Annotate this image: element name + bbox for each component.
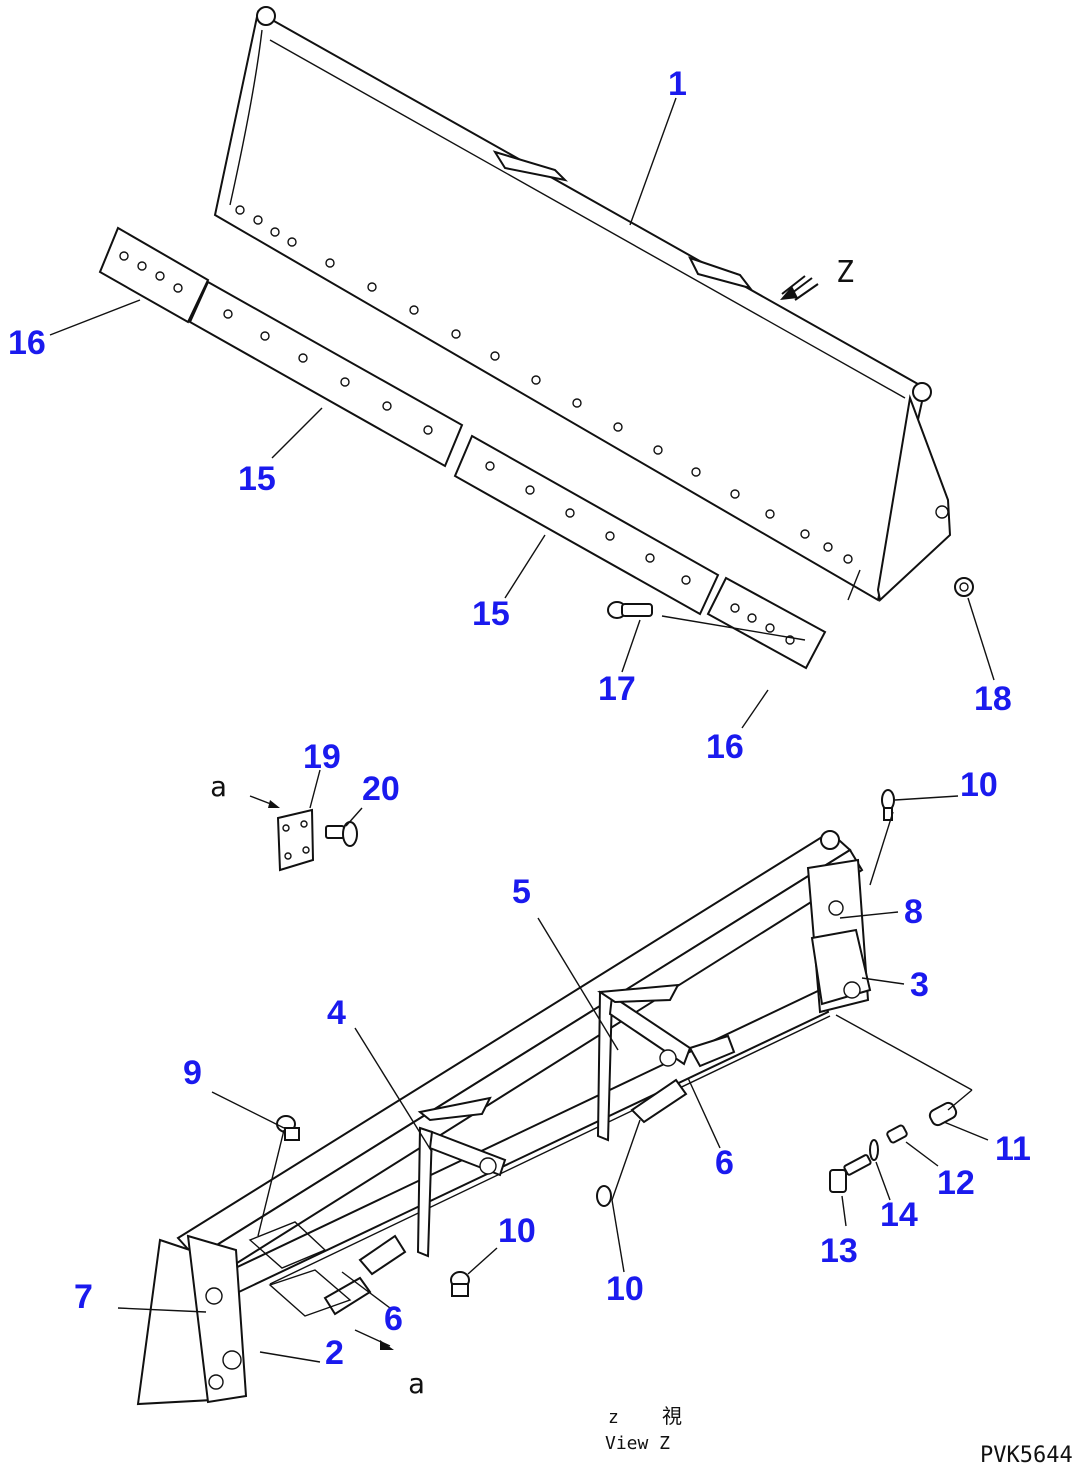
marker-a-bottom: a [408, 1367, 425, 1400]
label-16-right: 16 [706, 728, 744, 766]
marker-a-top: a [210, 770, 227, 803]
bolt-10-low [596, 1185, 612, 1207]
label-6-left: 6 [384, 1300, 403, 1338]
label-3: 3 [910, 966, 929, 1004]
label-6-right: 6 [715, 1144, 734, 1182]
marker-z: Z [836, 255, 854, 290]
label-10-top: 10 [960, 766, 998, 804]
view-caption-letter: z [608, 1407, 619, 1428]
label-15-left: 15 [238, 460, 276, 498]
view-caption-view-z: View Z [605, 1433, 670, 1454]
bolt-13 [829, 1154, 872, 1193]
label-8: 8 [904, 893, 923, 931]
label-10-low: 10 [606, 1270, 644, 1308]
label-20: 20 [362, 770, 400, 808]
bolt-9 [276, 1115, 300, 1141]
bolt-20 [325, 821, 358, 847]
label-4: 4 [327, 994, 346, 1032]
drawing-code: PVK5644 [980, 1443, 1073, 1468]
frame-beam [136, 830, 872, 1406]
end-bit-left [98, 226, 210, 324]
label-18: 18 [974, 680, 1012, 718]
view-caption-kanji: 視 [662, 1404, 682, 1428]
label-15-right: 15 [472, 595, 510, 633]
cutting-edge-right [453, 434, 720, 616]
cutting-edge-left [188, 280, 464, 468]
label-2: 2 [325, 1334, 344, 1372]
washer-14 [869, 1139, 879, 1161]
end-bit-right [706, 576, 827, 670]
label-10-mid: 10 [498, 1212, 536, 1250]
label-9: 9 [183, 1054, 202, 1092]
nut-18 [954, 577, 974, 597]
plate-19 [276, 808, 315, 872]
bolt-10-top [881, 789, 895, 821]
label-12: 12 [937, 1164, 975, 1202]
label-17: 17 [598, 670, 636, 708]
label-7: 7 [74, 1278, 93, 1316]
nut-12 [886, 1124, 908, 1144]
bolt-10-mid [450, 1271, 470, 1297]
blade-part-1 [213, 6, 952, 602]
label-14: 14 [880, 1196, 918, 1234]
view-z-arrow [780, 275, 819, 301]
label-1: 1 [668, 65, 687, 103]
blade-bolt-holes [235, 205, 853, 564]
label-13: 13 [820, 1232, 858, 1270]
label-19: 19 [303, 738, 341, 776]
label-11: 11 [995, 1130, 1031, 1168]
label-16-left: 16 [8, 324, 46, 362]
label-5: 5 [512, 873, 531, 911]
bolt-17 [607, 601, 653, 619]
